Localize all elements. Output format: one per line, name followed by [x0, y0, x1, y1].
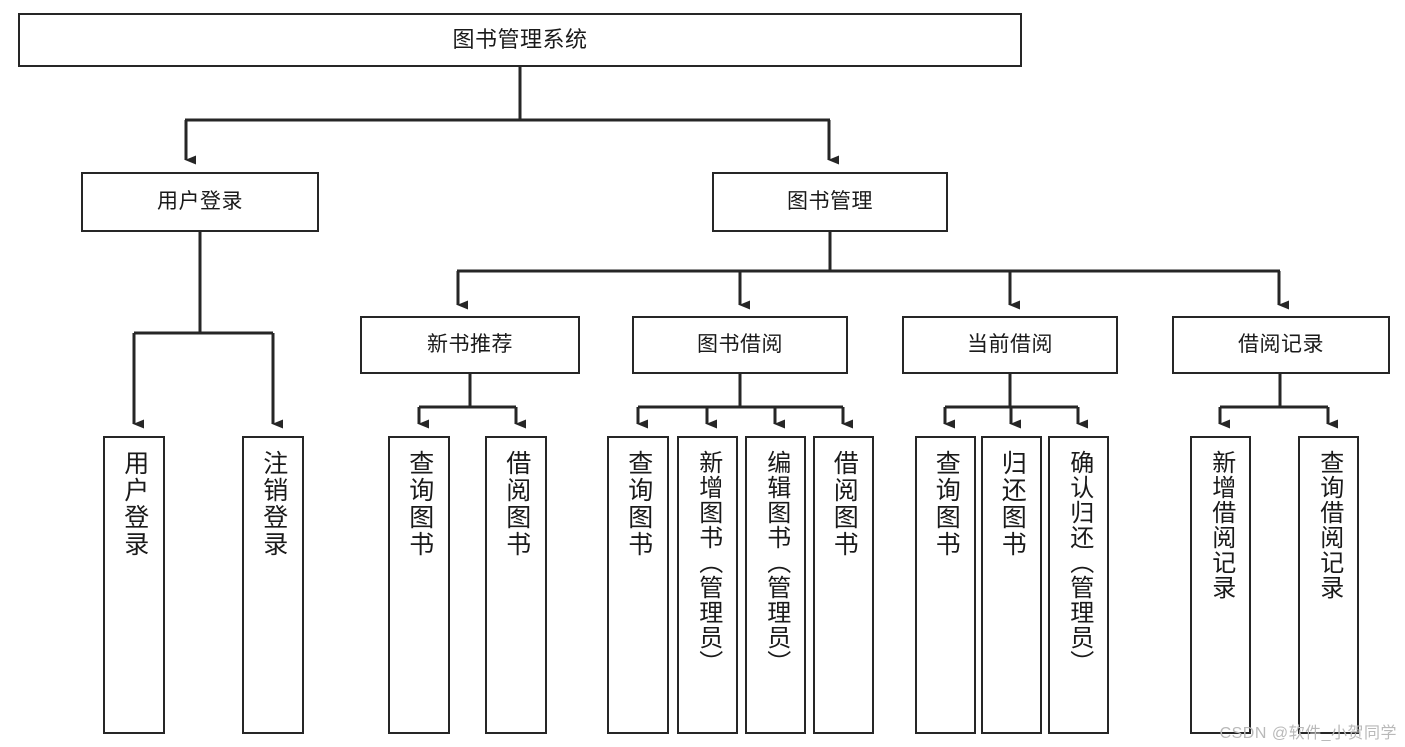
node-leaf-add-borrow-record-label: 新增借阅记录: [1207, 450, 1235, 600]
node-leaf-borrow-book-label: 借阅图书: [830, 450, 859, 558]
node-leaf-edit-book-label: 编辑图书（管理员）: [762, 450, 790, 675]
node-leaf-return-book[interactable]: 归还图书: [981, 436, 1042, 734]
node-leaf-query-book-borrow[interactable]: 查询图书: [607, 436, 669, 734]
node-new-book-recommend-label: 新书推荐: [427, 333, 513, 357]
node-leaf-add-book[interactable]: 新增图书（管理员）: [677, 436, 738, 734]
node-leaf-query-book-recommend[interactable]: 查询图书: [388, 436, 450, 734]
node-leaf-add-book-label: 新增图书（管理员）: [694, 450, 722, 675]
node-leaf-query-book-borrow-label: 查询图书: [624, 450, 653, 558]
node-borrow-record-label: 借阅记录: [1238, 333, 1324, 357]
node-leaf-logout[interactable]: 注销登录: [242, 436, 304, 734]
node-leaf-borrow-book-recommend-label: 借阅图书: [502, 450, 531, 558]
csdn-watermark: CSDN @软件_小贺同学: [1219, 725, 1397, 742]
node-leaf-borrow-book[interactable]: 借阅图书: [813, 436, 874, 734]
node-leaf-edit-book[interactable]: 编辑图书（管理员）: [745, 436, 806, 734]
node-new-book-recommend[interactable]: 新书推荐: [360, 316, 580, 374]
node-leaf-confirm-return[interactable]: 确认归还（管理员）: [1048, 436, 1109, 734]
node-leaf-user-login[interactable]: 用户登录: [103, 436, 165, 734]
node-book-management[interactable]: 图书管理: [712, 172, 948, 232]
node-leaf-query-book-recommend-label: 查询图书: [405, 450, 434, 558]
node-leaf-confirm-return-label: 确认归还（管理员）: [1065, 450, 1093, 675]
node-user-login-label: 用户登录: [157, 190, 243, 214]
node-leaf-logout-label: 注销登录: [259, 450, 288, 558]
node-leaf-query-book-current[interactable]: 查询图书: [915, 436, 976, 734]
node-root-label: 图书管理系统: [452, 26, 588, 52]
node-book-borrow-label: 图书借阅: [697, 333, 783, 357]
node-leaf-add-borrow-record[interactable]: 新增借阅记录: [1190, 436, 1251, 734]
node-current-borrow-label: 当前借阅: [967, 333, 1053, 357]
node-leaf-user-login-label: 用户登录: [120, 450, 149, 558]
node-root[interactable]: 图书管理系统: [18, 13, 1022, 67]
node-current-borrow[interactable]: 当前借阅: [902, 316, 1118, 374]
node-leaf-query-borrow-record[interactable]: 查询借阅记录: [1298, 436, 1359, 734]
node-leaf-query-book-current-label: 查询图书: [932, 450, 961, 558]
node-leaf-return-book-label: 归还图书: [998, 450, 1027, 558]
node-leaf-borrow-book-recommend[interactable]: 借阅图书: [485, 436, 547, 734]
node-book-borrow[interactable]: 图书借阅: [632, 316, 848, 374]
node-borrow-record[interactable]: 借阅记录: [1172, 316, 1390, 374]
node-leaf-query-borrow-record-label: 查询借阅记录: [1315, 450, 1343, 600]
node-user-login[interactable]: 用户登录: [81, 172, 319, 232]
node-book-management-label: 图书管理: [787, 190, 873, 214]
